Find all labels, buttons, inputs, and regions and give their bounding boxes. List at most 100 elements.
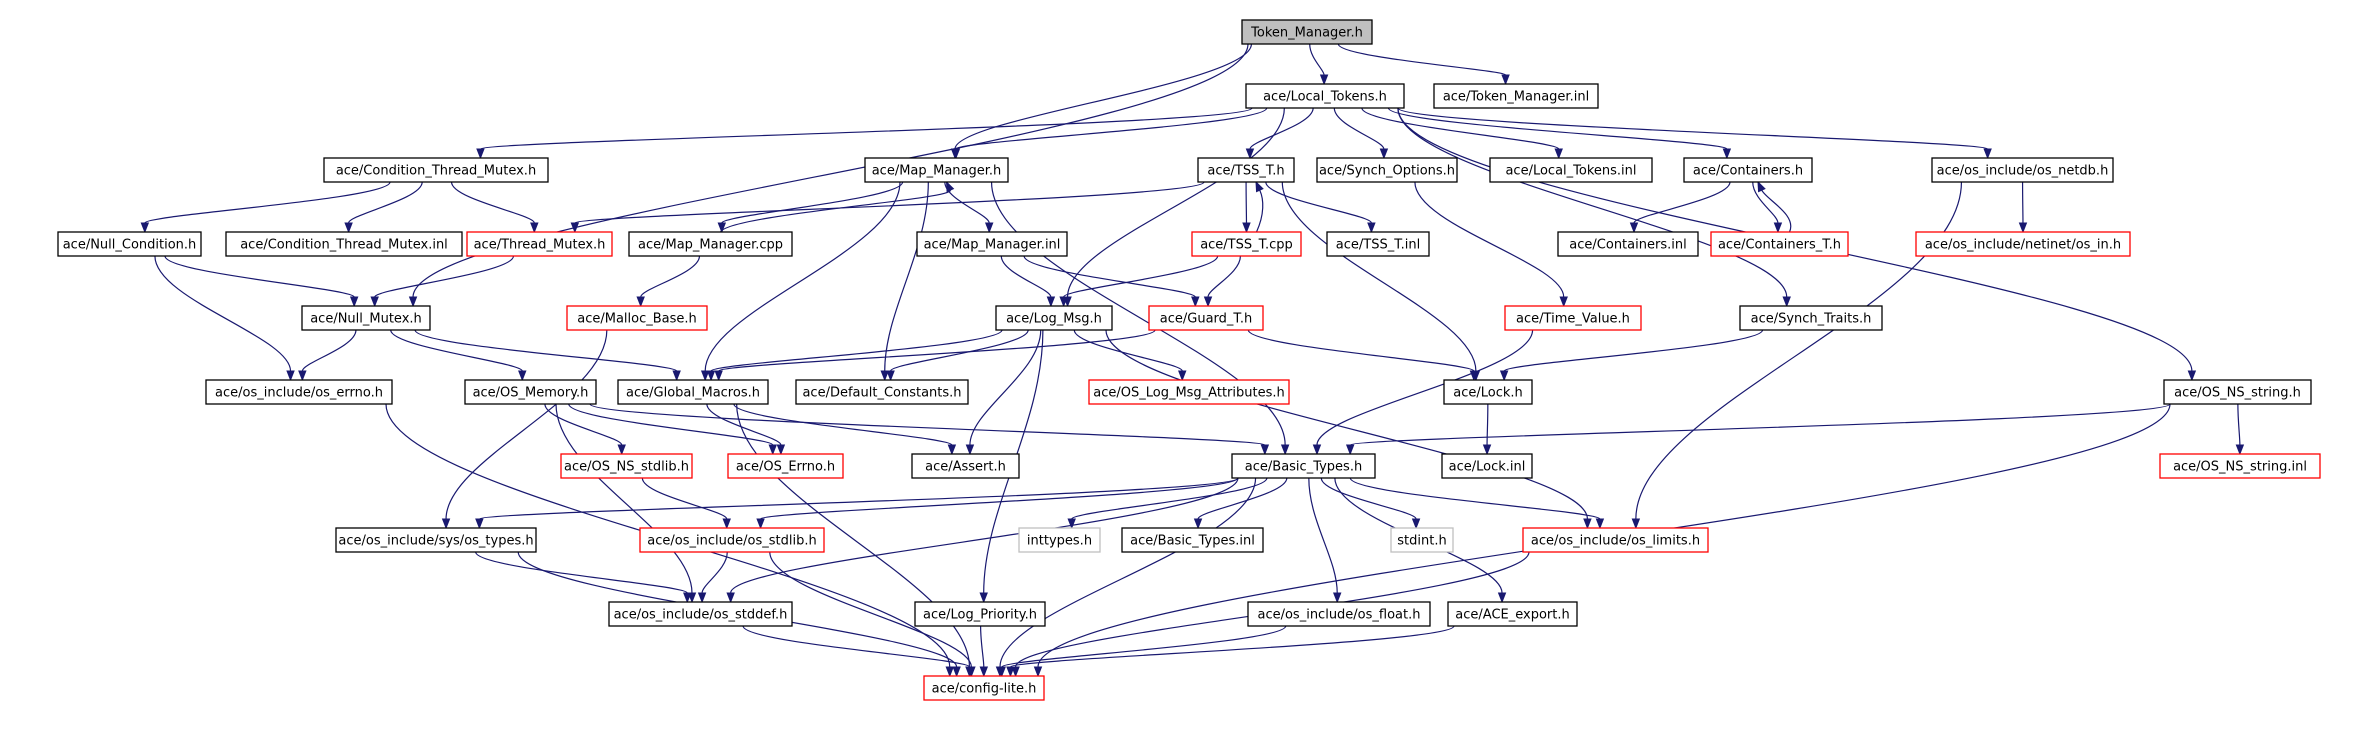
node-time-value-h[interactable]: ace/Time_Value.h	[1504, 305, 1642, 331]
arrowhead	[965, 444, 975, 456]
node-tss-t-cpp[interactable]: ace/TSS_T.cpp	[1191, 231, 1302, 257]
node-stdint-h[interactable]: stdint.h	[1390, 527, 1454, 553]
edge-line	[478, 477, 1239, 520]
dependency-edge-basic_types_h-to-os_float_h	[1308, 477, 1342, 604]
node-synch-traits-h[interactable]: ace/Synch_Traits.h	[1739, 305, 1883, 331]
node-box	[1557, 231, 1699, 257]
node-os-log-msg-attr-h[interactable]: ace/OS_Log_Msg_Attributes.h	[1088, 379, 1290, 405]
edge-line	[1063, 255, 1219, 298]
arrowhead	[140, 222, 150, 234]
node-local-tokens-h[interactable]: ace/Local_Tokens.h	[1245, 83, 1405, 109]
dependency-edge-tss_t_cpp-to-log_msg_h	[1059, 255, 1219, 308]
dependency-edge-guard_t_h-to-global_macros_h	[714, 329, 1156, 382]
node-map-manager-h[interactable]: ace/Map_Manager.h	[864, 157, 1009, 183]
node-box	[466, 231, 613, 257]
arrowhead	[965, 666, 975, 678]
node-cond-thread-mutex-inl[interactable]: ace/Condition_Thread_Mutex.inl	[225, 231, 463, 257]
dependency-edge-local_tokens_h-to-synch_traits_h	[1397, 107, 1791, 308]
node-os-ns-string-inl[interactable]: ace/OS_NS_string.inl	[2159, 453, 2321, 479]
dependency-edge-os_ns_string_h-to-basic_types_h	[1345, 403, 2171, 456]
node-thread-mutex-h[interactable]: ace/Thread_Mutex.h	[466, 231, 613, 257]
arrowhead	[776, 444, 786, 456]
edge-line	[955, 107, 1268, 150]
dependency-edge-basic_types_h-to-os_limits_h	[1349, 477, 1605, 530]
node-label: ace/OS_NS_stdlib.h	[564, 460, 689, 475]
node-cond-thread-mutex-h[interactable]: ace/Condition_Thread_Mutex.h	[323, 157, 549, 183]
edge-line	[374, 255, 515, 298]
edge-line	[1207, 255, 1242, 298]
node-log-msg-h[interactable]: ace/Log_Msg.h	[995, 305, 1113, 331]
node-local-tokens-inl[interactable]: ace/Local_Tokens.inl	[1489, 157, 1653, 183]
node-assert-h[interactable]: ace/Assert.h	[911, 453, 1020, 479]
node-map-manager-inl[interactable]: ace/Map_Manager.inl	[916, 231, 1068, 257]
edge-line	[884, 181, 929, 372]
node-os-errno-ace-h[interactable]: ace/OS_Errno.h	[727, 453, 844, 479]
node-os-errno-h[interactable]: ace/os_include/os_errno.h	[205, 379, 393, 405]
node-containers-h[interactable]: ace/Containers.h	[1683, 157, 1813, 183]
node-null-condition-h[interactable]: ace/Null_Condition.h	[57, 231, 202, 257]
node-config-lite-h[interactable]: ace/config-lite.h	[923, 675, 1045, 701]
node-tss-t-inl[interactable]: ace/TSS_T.inl	[1326, 231, 1430, 257]
node-map-manager-cpp[interactable]: ace/Map_Manager.cpp	[628, 231, 793, 257]
node-malloc-base-h[interactable]: ace/Malloc_Base.h	[566, 305, 708, 331]
arrowhead	[1033, 666, 1043, 678]
node-containers-inl[interactable]: ace/Containers.inl	[1557, 231, 1699, 257]
edge-line	[450, 181, 535, 224]
node-netinet-os-in-h[interactable]: ace/os_include/netinet/os_in.h	[1915, 231, 2131, 257]
node-synch-options-h[interactable]: ace/Synch_Options.h	[1316, 157, 1458, 183]
node-tss-t-h[interactable]: ace/TSS_T.h	[1197, 157, 1295, 183]
node-containers-t-h[interactable]: ace/Containers_T.h	[1710, 231, 1849, 257]
node-lock-h[interactable]: ace/Lock.h	[1443, 379, 1533, 405]
arrowhead	[1631, 518, 1641, 530]
arrowhead	[1379, 148, 1389, 160]
node-default-constants-h[interactable]: ace/Default_Constants.h	[795, 379, 969, 405]
edge-line	[544, 403, 623, 446]
node-label: ace/Map_Manager.inl	[924, 238, 1061, 253]
node-basic-types-h[interactable]: ace/Basic_Types.h	[1231, 453, 1376, 479]
dependency-edge-os_ns_stdlib_h-to-os_stdlib_h	[641, 477, 731, 530]
node-lock-inl[interactable]: ace/Lock.inl	[1441, 453, 1533, 479]
edge-line	[640, 255, 701, 298]
dependency-edge-containers_h-to-containers_t_h	[1752, 181, 1783, 234]
node-sys-os-types-h[interactable]: ace/os_include/sys/os_types.h	[335, 527, 537, 553]
arrowhead	[1983, 148, 1992, 160]
dependency-edge-local_tokens_h-to-os_netdb_h	[1397, 107, 1992, 160]
arrowhead	[1583, 518, 1592, 530]
edge-line	[1197, 477, 1288, 520]
arrowhead	[1280, 444, 1290, 456]
dependency-edge-local_tokens_h-to-map_manager_h	[951, 107, 1268, 160]
node-os-ns-stdlib-h[interactable]: ace/OS_NS_stdlib.h	[560, 453, 693, 479]
node-os-netdb-h[interactable]: ace/os_include/os_netdb.h	[1931, 157, 2114, 183]
node-log-priority-h[interactable]: ace/Log_Priority.h	[914, 601, 1046, 627]
node-ace-export-h[interactable]: ace/ACE_export.h	[1447, 601, 1578, 627]
node-os-memory-h[interactable]: ace/OS_Memory.h	[464, 379, 597, 405]
arrowhead	[530, 222, 539, 234]
node-box	[1447, 601, 1578, 627]
dependency-edge-os_memory_h-to-os_ns_stdlib_h	[544, 403, 626, 456]
edge-line	[710, 329, 1003, 372]
node-box	[1316, 157, 1458, 183]
node-global-macros-h[interactable]: ace/Global_Macros.h	[617, 379, 769, 405]
node-basic-types-inl[interactable]: ace/Basic_Types.inl	[1121, 527, 1264, 553]
edge-line	[301, 329, 357, 372]
node-box	[1326, 231, 1430, 257]
dependency-edge-sys_os_types_h-to-os_stddef_h	[475, 551, 692, 604]
node-token-manager-inl[interactable]: ace/Token_Manager.inl	[1433, 83, 1599, 109]
dependency-edge-cond_thread_mutex_h-to-cond_thread_mutex_inl	[344, 181, 423, 234]
node-box	[795, 379, 969, 405]
node-inttypes-h[interactable]: inttypes.h	[1018, 527, 1101, 553]
arrowhead	[1595, 518, 1605, 530]
edge-line	[1320, 477, 1417, 520]
node-guard-t-h[interactable]: ace/Guard_T.h	[1148, 305, 1264, 331]
node-os-ns-string-h[interactable]: ace/OS_NS_string.h	[2163, 379, 2312, 405]
edge-line	[1001, 625, 1287, 668]
edge-line	[1281, 181, 1477, 372]
node-os-float-h[interactable]: ace/os_include/os_float.h	[1247, 601, 1431, 627]
node-os-stddef-h[interactable]: ace/os_include/os_stddef.h	[608, 601, 793, 627]
node-os-limits-h[interactable]: ace/os_include/os_limits.h	[1522, 527, 1709, 553]
node-os-stdlib-h[interactable]: ace/os_include/os_stdlib.h	[639, 527, 825, 553]
node-null-mutex-h[interactable]: ace/Null_Mutex.h	[301, 305, 431, 331]
edge-line	[1255, 189, 1264, 233]
arrowhead	[1255, 180, 1264, 193]
